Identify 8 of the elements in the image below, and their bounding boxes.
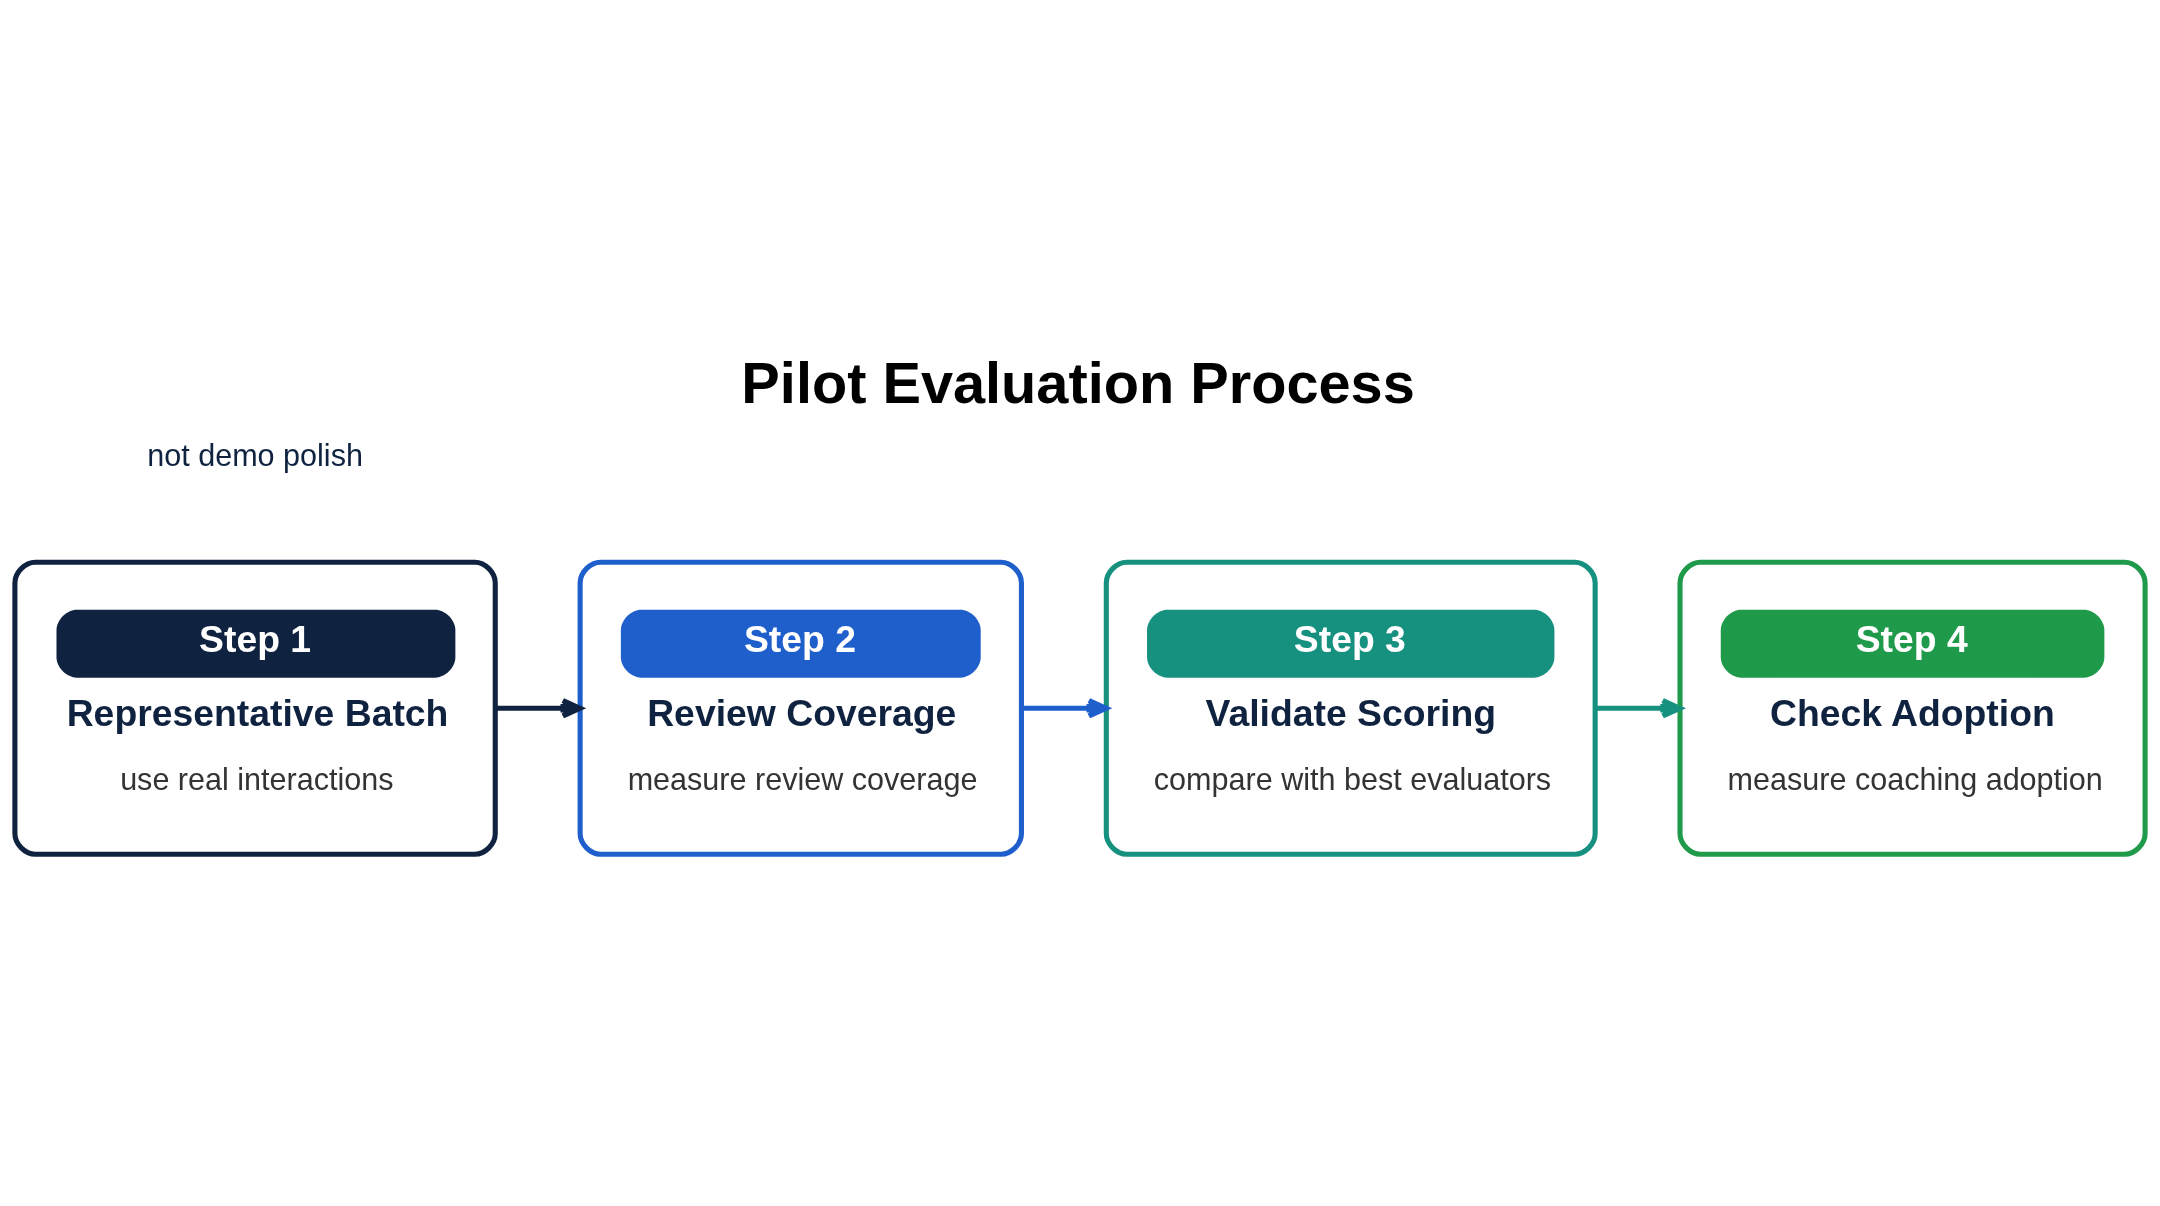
label: not demo polish	[147, 438, 363, 473]
arrow	[495, 698, 583, 719]
node-box: Step 2 Review Coverage measure review coverage	[577, 559, 1024, 857]
node-box: Step 1 Representative Batch use real interactions	[12, 559, 498, 857]
node-box: Step 3 Validate Scoring compare with best evaluators	[1103, 559, 1598, 857]
node-box: Step 4 Check Adoption measure coaching adoption	[1677, 559, 2148, 857]
arrow	[1595, 698, 1683, 719]
diagram-title: Pilot Evaluation Process	[741, 351, 1415, 416]
